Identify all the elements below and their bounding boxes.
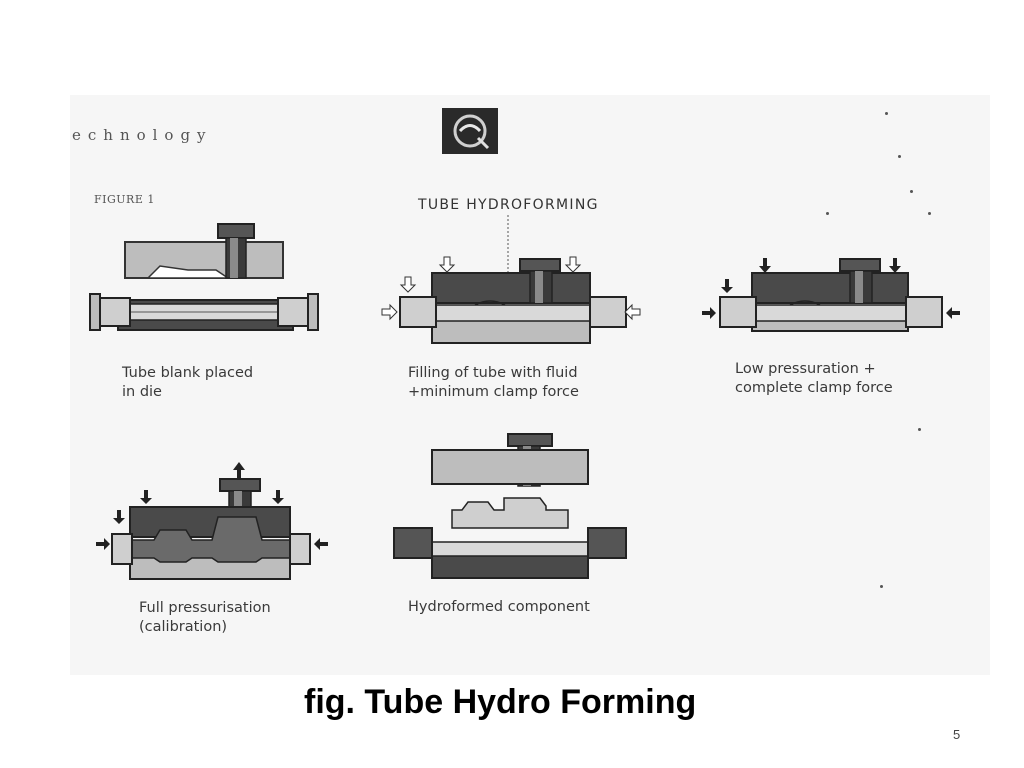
- caption-tube-blank: Tube blank placed in die: [122, 365, 254, 400]
- push-arrow-icon: [946, 307, 960, 319]
- fluid-inlet-arrow-icon: [399, 276, 417, 293]
- upper-die: [129, 506, 291, 538]
- clamp-arrow-icon: [564, 256, 582, 273]
- push-arrow-icon: [381, 303, 398, 321]
- push-arrow-icon: [702, 307, 716, 319]
- stage-filling-diagram: [381, 256, 641, 344]
- upper-punch: [217, 223, 255, 239]
- diagram-title: TUBE HYDROFORMING: [418, 197, 599, 213]
- stage-hydroformed-diagram: [393, 433, 627, 579]
- up-arrow-icon: [233, 462, 245, 478]
- caption-low-pressure: Low pressuration + complete clamp force: [735, 361, 893, 396]
- lower-die: [129, 556, 291, 580]
- caption-full-pressure: Full pressurisation (calibration): [139, 600, 271, 635]
- title-connector: [507, 215, 509, 275]
- clamp-arrow-icon: [889, 258, 901, 273]
- figure-label: FIGURE 1: [94, 193, 155, 206]
- push-arrow-icon: [624, 303, 641, 321]
- page-number: 5: [953, 727, 961, 742]
- stage-full-pressure-diagram: [96, 462, 328, 580]
- tube-seat: [403, 541, 617, 557]
- clamp-arrow-icon: [438, 256, 456, 273]
- push-arrow-icon: [96, 538, 110, 550]
- clamp-arrow-icon: [140, 490, 152, 504]
- scan-speck: [918, 428, 921, 431]
- scan-speck: [880, 585, 883, 588]
- formed-component: [451, 497, 569, 529]
- upper-die: [431, 272, 591, 304]
- scan-header-word: echnology: [72, 126, 213, 144]
- caption-hydroformed: Hydroformed component: [408, 599, 590, 615]
- upper-die: [751, 272, 909, 304]
- slide-title: fig. Tube Hydro Forming: [304, 683, 697, 721]
- scan-speck: [898, 155, 901, 158]
- tube: [409, 304, 611, 322]
- inlet-arrow-icon: [113, 510, 125, 524]
- stage-tube-blank-diagram: [89, 223, 319, 331]
- upper-die: [431, 449, 589, 485]
- scan-speck: [826, 212, 829, 215]
- clamp-arrow-icon: [272, 490, 284, 504]
- inlet-arrow-icon: [721, 279, 733, 293]
- stage-low-pressure-diagram: [702, 258, 960, 332]
- scan-speck: [885, 112, 888, 115]
- magazine-logo-icon: [442, 108, 498, 154]
- clamp-arrow-icon: [759, 258, 771, 273]
- tube: [729, 304, 931, 322]
- scan-speck: [928, 212, 931, 215]
- push-arrow-icon: [314, 538, 328, 550]
- scan-speck: [910, 190, 913, 193]
- caption-filling: Filling of tube with fluid +minimum clam…: [408, 365, 579, 400]
